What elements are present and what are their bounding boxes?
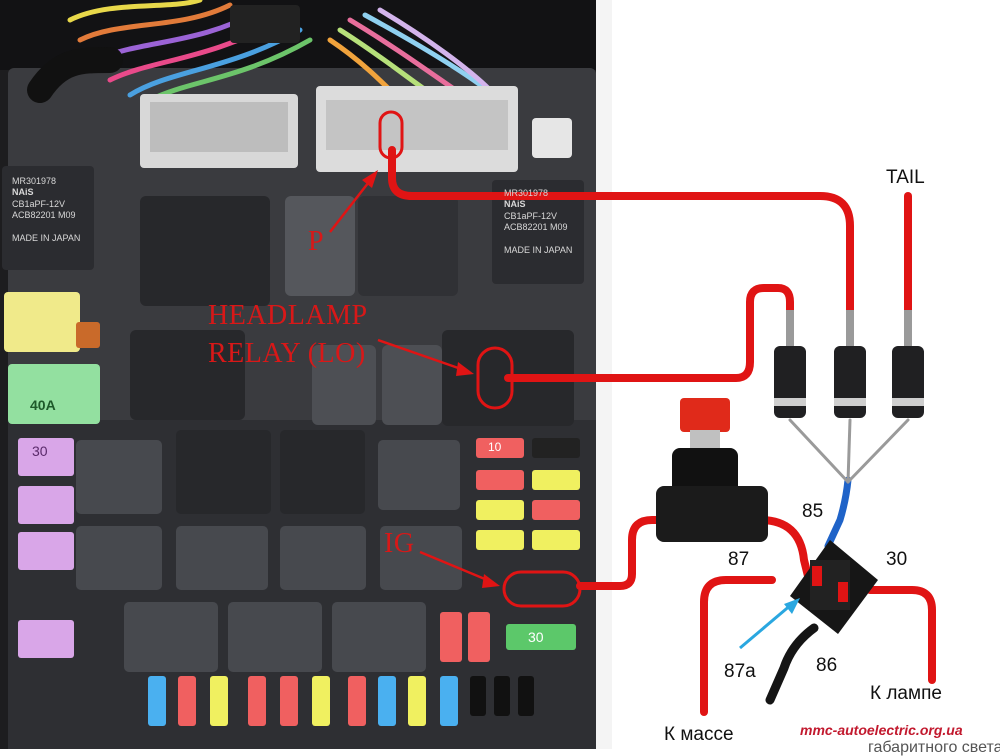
fuse-10-label: 10 bbox=[488, 440, 502, 454]
fuse-30-label: 30 bbox=[32, 443, 48, 459]
relay-left bbox=[2, 166, 94, 270]
fuse-30-green-label: 30 bbox=[528, 629, 544, 645]
relay-right-line2: CB1aPF-12V bbox=[504, 210, 558, 221]
connectors bbox=[140, 86, 572, 172]
relay-right-text: MR301978 NAiS CB1aPF-12V ACB82201 M09 MA… bbox=[504, 188, 572, 256]
relay-left-line2: CB1aPF-12V bbox=[12, 198, 66, 209]
label-to-lamp: К лампе bbox=[870, 683, 942, 704]
black-wire bbox=[765, 623, 819, 705]
pointer-arrows bbox=[329, 170, 800, 650]
fuse-40a-label: 40A bbox=[30, 397, 56, 413]
relay-sockets bbox=[76, 196, 574, 672]
relay-left-brand: NAiS bbox=[12, 187, 34, 198]
relay-left-text: MR301978 NAiS CB1aPF-12V ACB82201 M09 MA… bbox=[12, 176, 80, 244]
relay-socket bbox=[790, 540, 878, 634]
relay-right bbox=[492, 180, 584, 284]
website-watermark: mmc-autoelectric.org.ua bbox=[800, 722, 963, 738]
label-p: P bbox=[308, 226, 325, 257]
relay-left-line3: ACB82201 M09 bbox=[12, 209, 76, 220]
blue-wire bbox=[788, 418, 910, 550]
label-headlamp-line1: HEADLAMP bbox=[208, 300, 368, 331]
label-pin-87: 87 bbox=[728, 549, 750, 570]
label-pin-85: 85 bbox=[802, 501, 824, 522]
label-tail: TAIL bbox=[886, 167, 925, 188]
relay-left-line4: MADE IN JAPAN bbox=[12, 233, 81, 243]
label-to-lamp-cut: габаритного света bbox=[868, 739, 1000, 756]
relay-right-line4: MADE IN JAPAN bbox=[504, 245, 573, 255]
red-wires bbox=[388, 146, 936, 716]
relay-right-brand: NAiS bbox=[504, 199, 526, 210]
label-pin-86: 86 bbox=[816, 655, 838, 676]
label-to-ground: К массе bbox=[664, 724, 734, 745]
label-ig: IG bbox=[384, 528, 415, 559]
relay-left-line1: MR301978 bbox=[12, 176, 57, 186]
label-pin-30: 30 bbox=[886, 549, 908, 570]
wire-harness bbox=[27, 0, 503, 103]
relay-right-line3: ACB82201 M09 bbox=[504, 221, 568, 232]
fuses bbox=[4, 292, 580, 726]
inline-fuse-holder bbox=[656, 398, 768, 542]
label-headlamp-line2: RELAY (LO) bbox=[208, 338, 366, 369]
label-pin-87a: 87a bbox=[724, 661, 756, 682]
relay-right-line1: MR301978 bbox=[504, 188, 549, 198]
diodes bbox=[774, 310, 924, 418]
